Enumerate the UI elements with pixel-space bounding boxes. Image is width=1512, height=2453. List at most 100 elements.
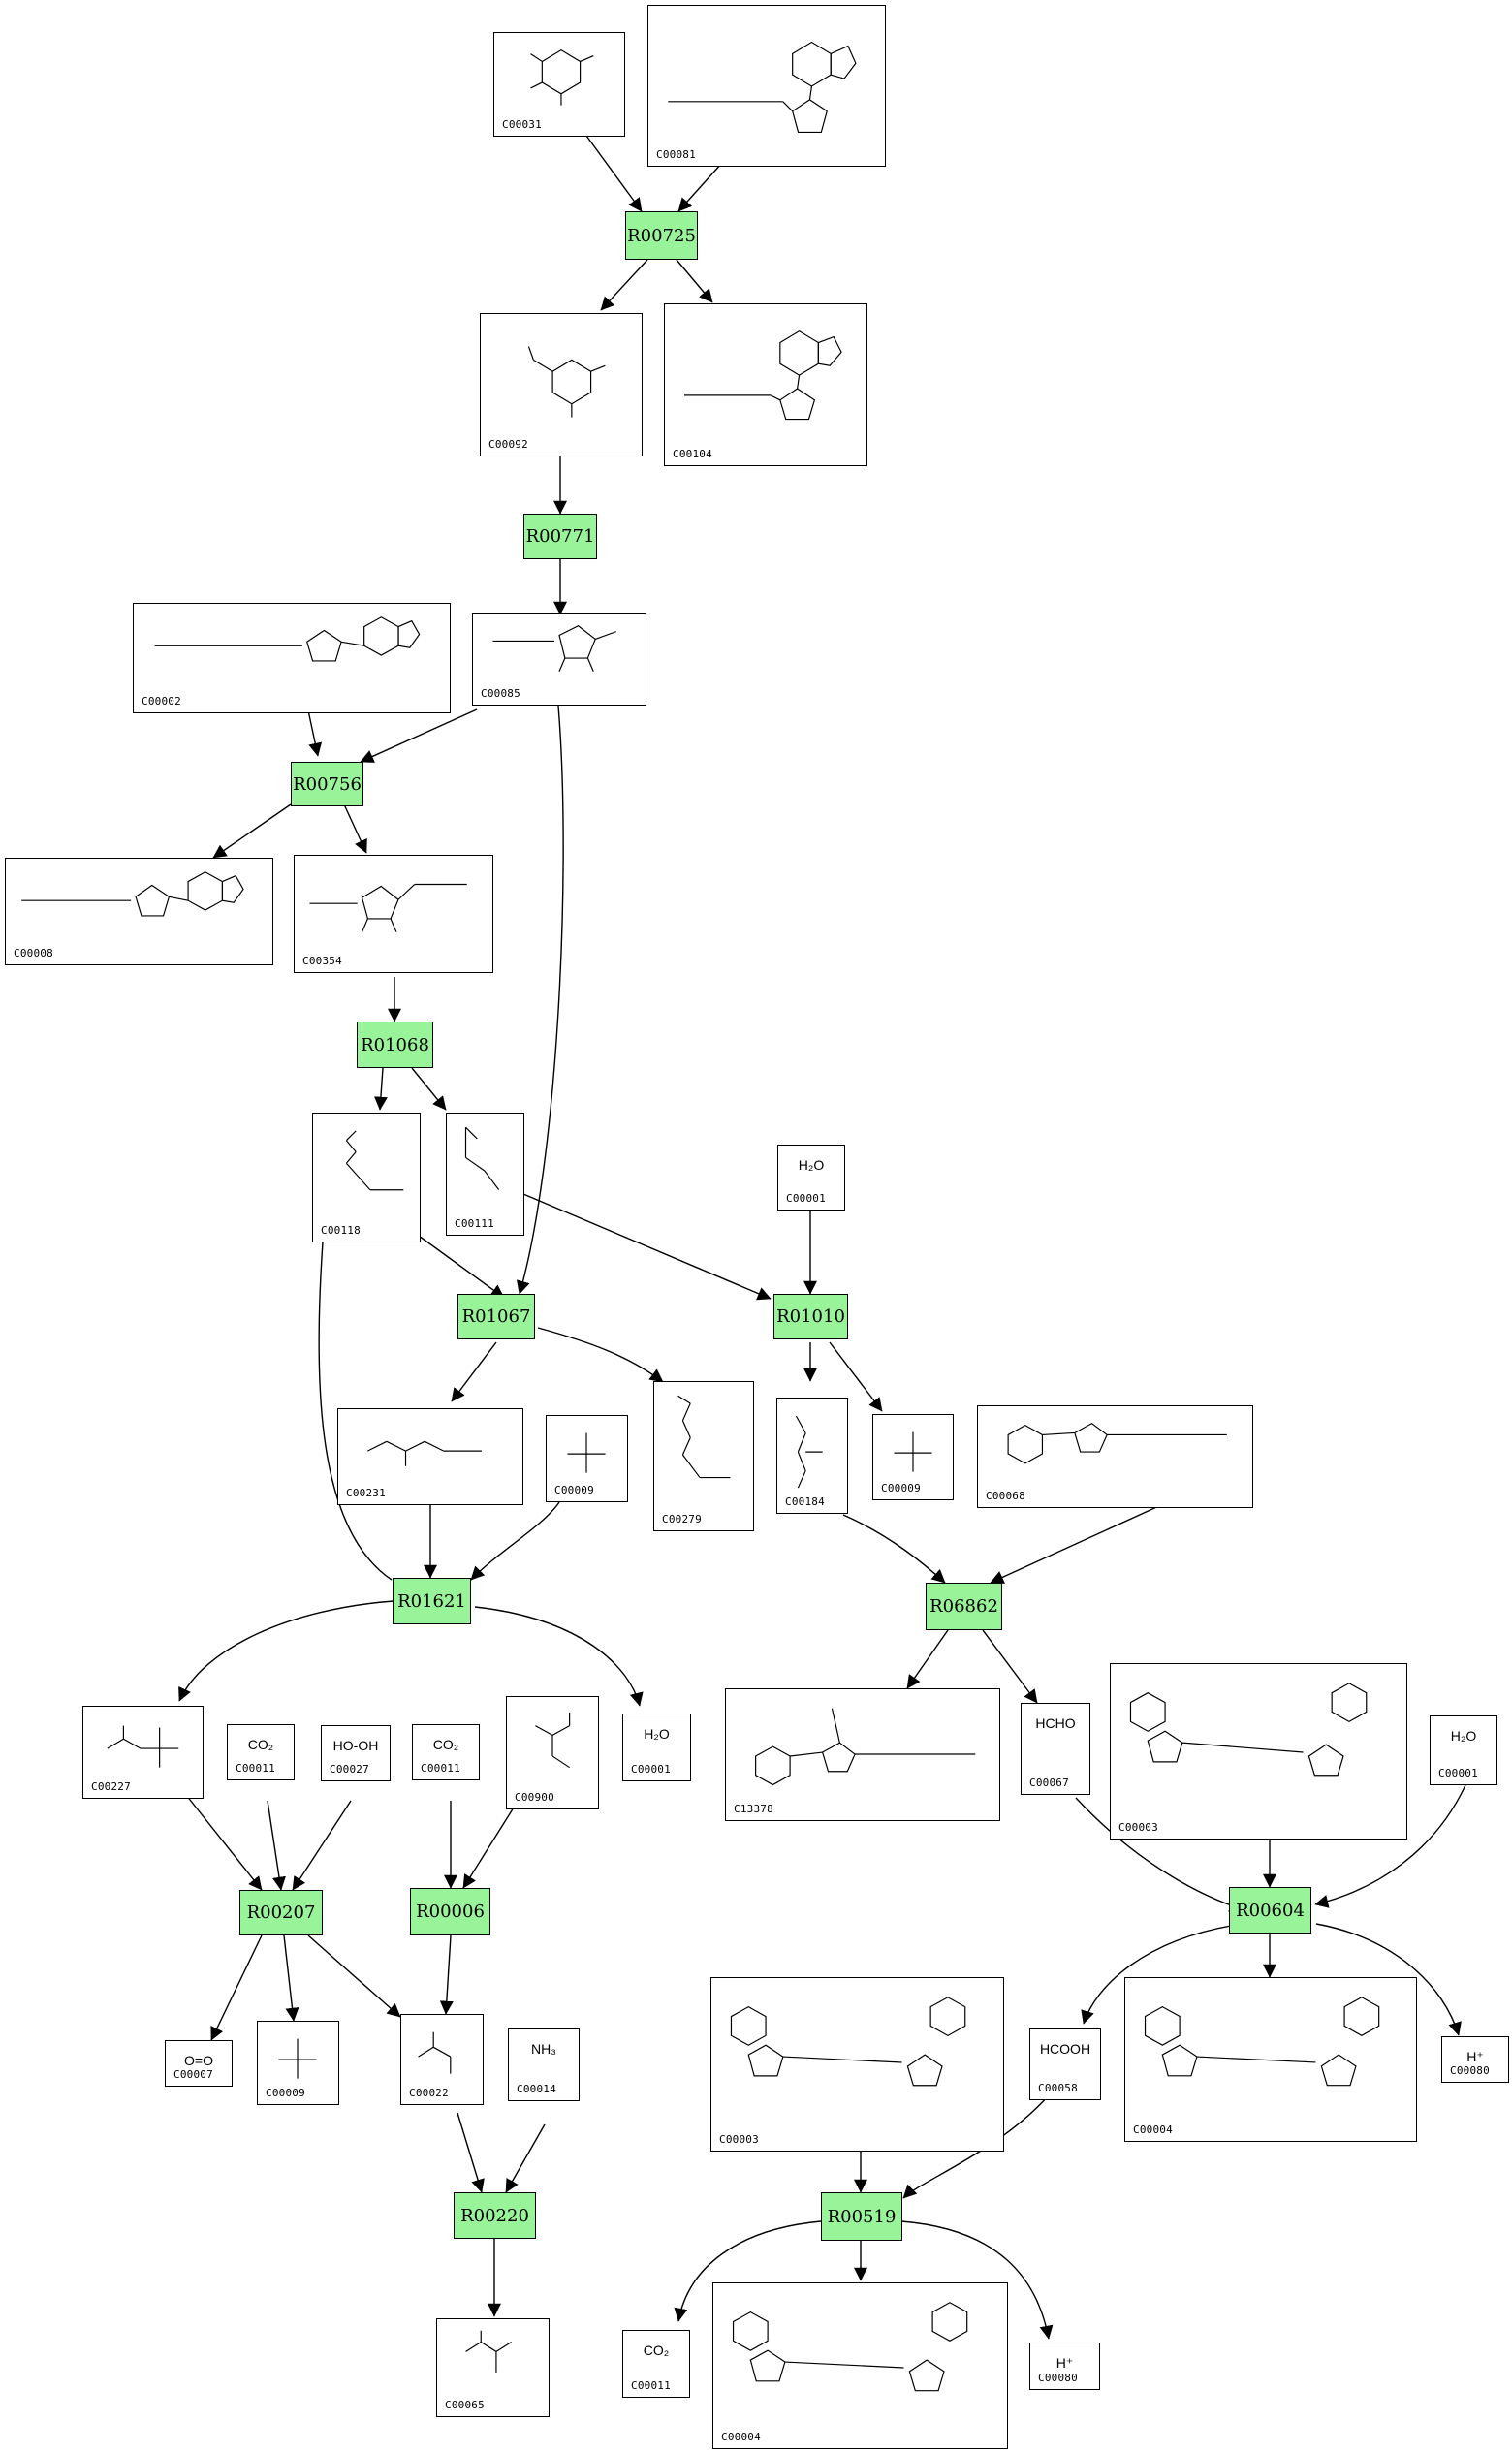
- reaction-r01010[interactable]: R01010: [773, 1294, 848, 1339]
- compound-c00014[interactable]: NH₃ C00014: [508, 2028, 580, 2101]
- compound-c13378[interactable]: C13378: [725, 1688, 1000, 1821]
- formula-label: H₂O: [798, 1157, 825, 1173]
- compound-c00004-b[interactable]: C00004: [712, 2282, 1008, 2449]
- structure-icon: [465, 2330, 512, 2373]
- compound-c00001-c[interactable]: H₂O C00001: [1430, 1715, 1497, 1785]
- structure-icon: [567, 1432, 606, 1473]
- compound-c00011-b[interactable]: CO₂ C00011: [412, 1724, 480, 1780]
- structure-icon: [154, 616, 421, 662]
- reaction-r06862[interactable]: R06862: [926, 1583, 1002, 1630]
- compound-c00118[interactable]: C00118: [312, 1113, 421, 1242]
- compound-c00009-c[interactable]: C00009: [257, 2021, 339, 2105]
- compound-c00092[interactable]: C00092: [480, 313, 643, 456]
- compound-c00231[interactable]: C00231: [337, 1408, 523, 1505]
- compound-c00065[interactable]: C00065: [436, 2318, 550, 2417]
- reaction-r01068[interactable]: R01068: [357, 1022, 433, 1068]
- compound-id: C00080: [1450, 2064, 1490, 2077]
- reaction-r00519[interactable]: R00519: [821, 2192, 902, 2241]
- compound-c00104[interactable]: C00104: [664, 303, 867, 466]
- structure-icon: [1144, 1997, 1380, 2087]
- formula-label: HCHO: [1035, 1715, 1076, 1731]
- compound-id: C00092: [488, 438, 528, 451]
- compound-c00354[interactable]: C00354: [294, 855, 493, 973]
- compound-c00058[interactable]: HCOOH C00058: [1029, 2028, 1101, 2100]
- compound-c00085[interactable]: C00085: [472, 613, 646, 706]
- structure-icon: [535, 1712, 571, 1769]
- compound-id: C00011: [631, 2379, 671, 2392]
- reaction-r01067[interactable]: R01067: [457, 1294, 535, 1339]
- reaction-r00771[interactable]: R00771: [523, 514, 597, 559]
- compound-id: C00009: [554, 1484, 594, 1496]
- reaction-r00604[interactable]: R00604: [1229, 1887, 1311, 1934]
- compound-id: C00011: [236, 1762, 275, 1775]
- formula-label: CO₂: [247, 1737, 274, 1752]
- compound-id: C00009: [266, 2087, 305, 2099]
- compound-c00003-b[interactable]: C00003: [710, 1977, 1004, 2152]
- reaction-r00006[interactable]: R00006: [410, 1888, 490, 1935]
- formula-label: H⁺: [1466, 2049, 1484, 2064]
- reaction-r00756[interactable]: R00756: [291, 762, 363, 806]
- compound-id: C00111: [455, 1217, 494, 1230]
- compound-id: C00068: [986, 1490, 1025, 1502]
- compound-c00007[interactable]: O=O C00007: [165, 2040, 233, 2087]
- compound-c00111[interactable]: C00111: [446, 1113, 524, 1236]
- formula-label: H₂O: [644, 1726, 670, 1742]
- structure-icon: [527, 346, 606, 418]
- formula-label: H₂O: [1450, 1728, 1477, 1744]
- compound-c00068[interactable]: C00068: [977, 1405, 1253, 1508]
- compound-c00900[interactable]: C00900: [506, 1696, 599, 1809]
- compound-c00002[interactable]: C00002: [133, 603, 451, 713]
- compound-c00009-a[interactable]: C00009: [546, 1415, 628, 1502]
- compound-c00227[interactable]: C00227: [82, 1706, 204, 1799]
- compound-id: C00001: [631, 1763, 671, 1776]
- compound-c00080-b[interactable]: H⁺ C00080: [1029, 2343, 1100, 2390]
- structure-icon: [530, 48, 594, 106]
- compound-id: C00085: [481, 687, 520, 700]
- compound-id: C00184: [785, 1495, 825, 1508]
- compound-id: C00354: [302, 955, 342, 967]
- reaction-r00725[interactable]: R00725: [625, 211, 698, 260]
- structure-icon: [464, 1126, 500, 1190]
- reaction-r00220[interactable]: R00220: [454, 2192, 536, 2239]
- compound-c00009-b[interactable]: C00009: [872, 1414, 954, 1500]
- compound-c00184[interactable]: C00184: [776, 1398, 848, 1514]
- structure-icon: [755, 1708, 976, 1786]
- formula-label: NH₃: [531, 2041, 556, 2057]
- reaction-r01621[interactable]: R01621: [393, 1578, 471, 1624]
- structure-icon: [107, 1725, 179, 1768]
- compound-id: C00067: [1029, 1777, 1069, 1789]
- compound-id: C00022: [409, 2087, 449, 2099]
- structure-icon: [732, 2302, 968, 2392]
- compound-c00011-a[interactable]: CO₂ C00011: [227, 1724, 295, 1780]
- compound-id: C13378: [734, 1803, 773, 1815]
- compound-id: C00118: [321, 1224, 361, 1237]
- compound-c00027[interactable]: HO-OH C00027: [321, 1725, 391, 1781]
- compound-id: C00004: [1133, 2123, 1173, 2136]
- compound-c00001-b[interactable]: H₂O C00001: [622, 1714, 691, 1781]
- compound-c00067[interactable]: HCHO C00067: [1021, 1703, 1090, 1795]
- compound-id: C00081: [656, 148, 696, 161]
- compound-c00008[interactable]: C00008: [5, 858, 273, 965]
- compound-c00001-a[interactable]: H₂O C00001: [777, 1145, 845, 1211]
- compound-id: C00104: [673, 448, 712, 460]
- compound-c00011-c[interactable]: CO₂ C00011: [622, 2330, 690, 2398]
- compound-id: C00008: [14, 947, 53, 959]
- reaction-r00207[interactable]: R00207: [239, 1890, 323, 1935]
- compound-c00003-a[interactable]: C00003: [1110, 1663, 1407, 1840]
- structure-icon: [894, 1431, 932, 1472]
- structure-icon: [730, 1997, 966, 2087]
- structure-icon: [1007, 1422, 1227, 1464]
- compound-id: C00027: [330, 1763, 369, 1776]
- compound-c00279[interactable]: C00279: [653, 1381, 754, 1531]
- compound-id: C00003: [719, 2133, 759, 2146]
- compound-c00080-a[interactable]: H⁺ C00080: [1441, 2036, 1509, 2083]
- compound-c00022[interactable]: C00022: [400, 2014, 484, 2105]
- compound-c00004-a[interactable]: C00004: [1124, 1977, 1417, 2142]
- structure-icon: [684, 330, 842, 421]
- compound-c00081[interactable]: C00081: [647, 5, 886, 167]
- formula-label: HCOOH: [1039, 2041, 1091, 2057]
- compound-id: C00002: [142, 695, 181, 708]
- compound-c00031[interactable]: C00031: [493, 32, 625, 137]
- structure-icon: [1129, 1683, 1368, 1777]
